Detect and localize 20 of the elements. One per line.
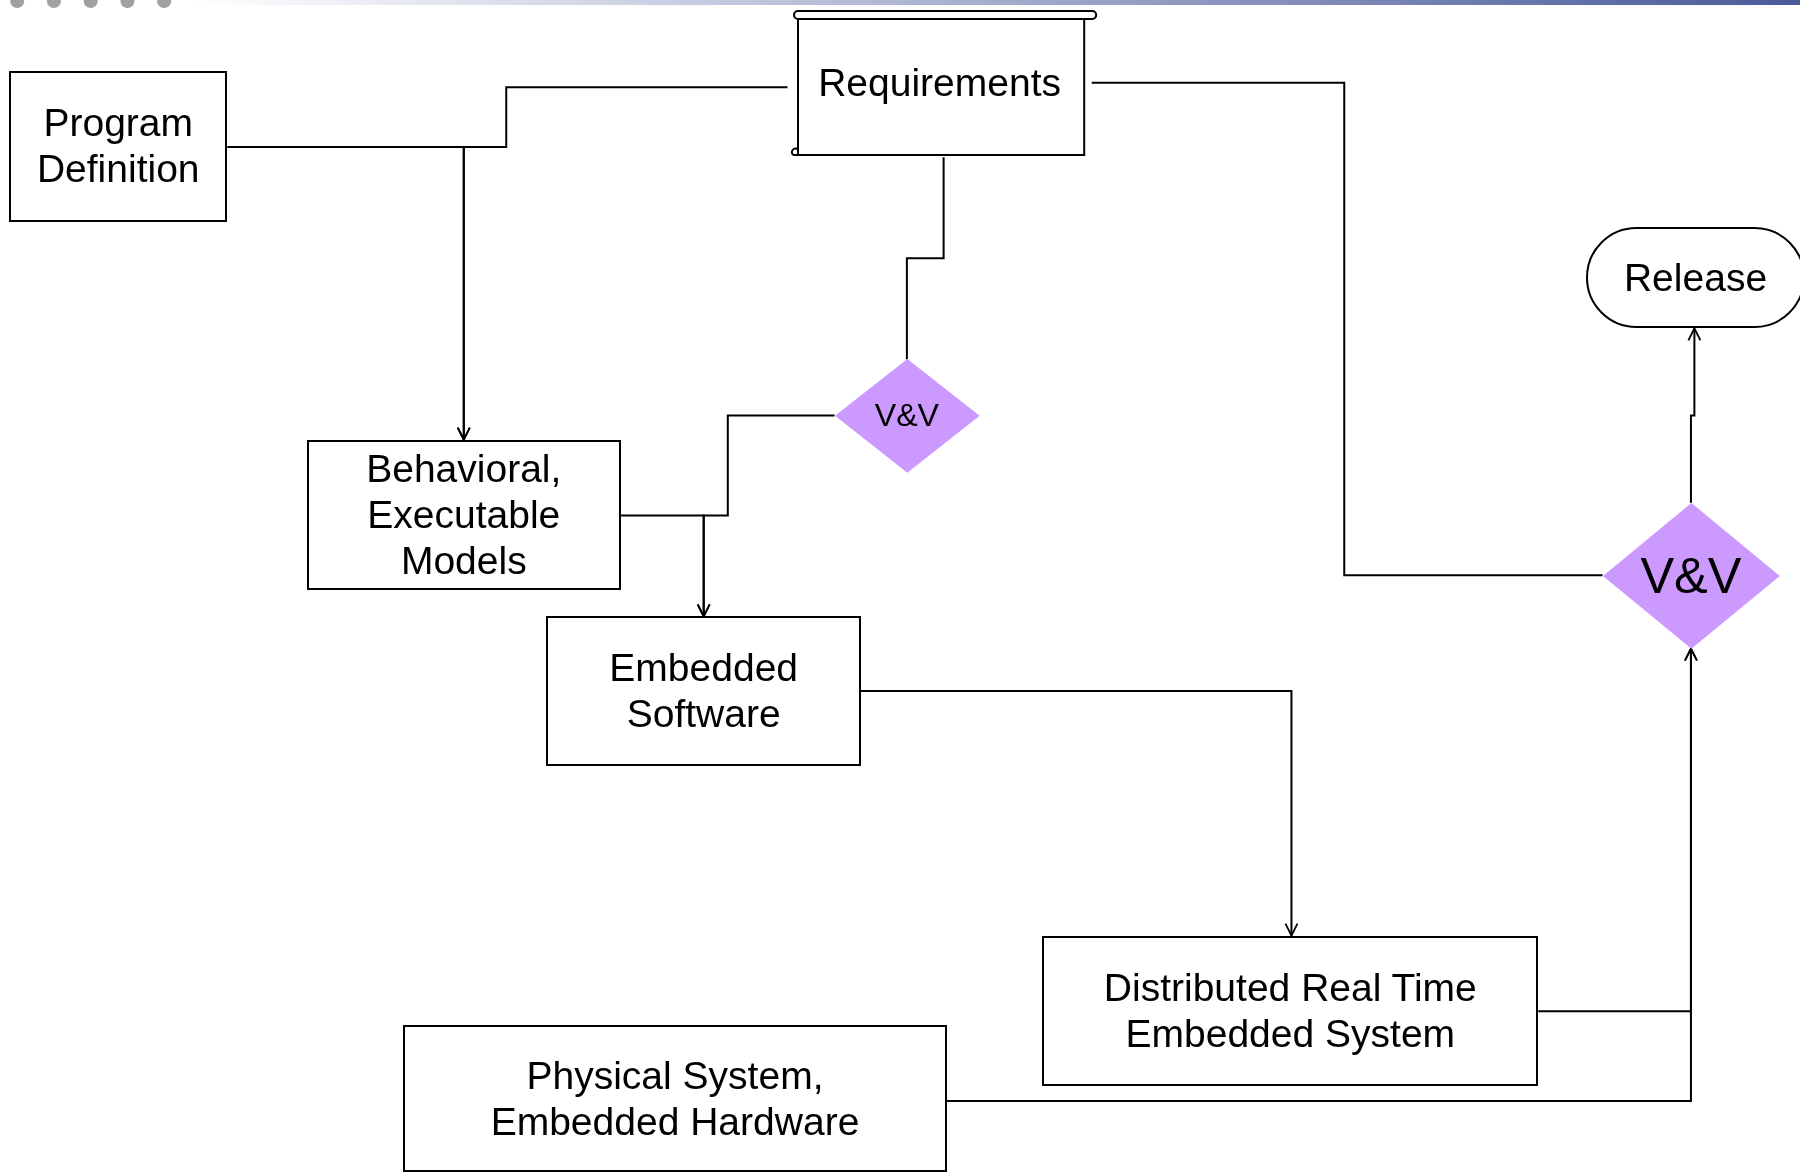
node-label: Program Definition [35,100,201,193]
connector-arrow [946,647,1698,1102]
node-label: Distributed Real Time Embedded System [1102,964,1478,1057]
node-label: Embedded Software [608,645,800,738]
terminal-box [1586,227,1800,329]
process-box [402,1025,948,1173]
connector-arrow [1687,327,1702,504]
node-label: V&V [1640,545,1742,606]
process-box [306,439,622,591]
connector-arrow [859,690,1299,937]
process-box [9,71,228,222]
node-label: Behavioral, Executable Models [365,445,563,584]
connector-arrow [620,514,711,618]
connector-arrow [456,86,789,441]
process-box [546,616,861,766]
process-box [1042,935,1539,1086]
node-label: Physical System, Embedded Hardware [489,1052,861,1145]
node-label: Requirements [818,60,1062,107]
node-label: Release [1623,254,1768,301]
node-label: V&V [874,397,940,436]
